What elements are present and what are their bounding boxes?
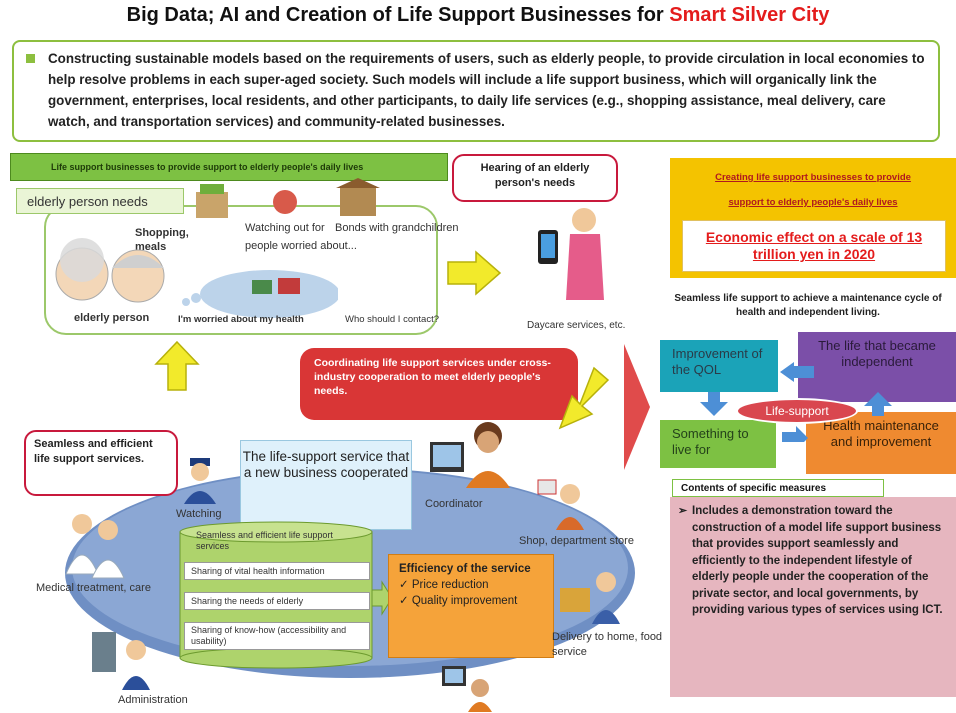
seamless-callout: Seamless and efficient life support serv…	[24, 430, 178, 496]
hearing-callout: Hearing of an elderly person's needs	[452, 154, 618, 202]
thought-bubble	[182, 270, 338, 318]
house-icon	[340, 186, 376, 216]
coordinator-figure	[430, 422, 510, 488]
book-icon	[252, 280, 272, 294]
delivery-figure	[560, 572, 620, 624]
down-left-arrow-icon	[558, 366, 610, 430]
strip-vital: Sharing of vital health information	[184, 562, 370, 580]
live-box: Something to live for	[660, 420, 776, 468]
watch-icon	[273, 190, 297, 214]
right-arrow-icon	[447, 250, 502, 296]
delivery-label: Delivery to home, food service	[552, 631, 663, 658]
guard-figure	[184, 458, 216, 504]
economic-effect: Economic effect on a scale of 13 trillio…	[682, 220, 946, 272]
daycare-label: Daycare services, etc.	[527, 320, 626, 331]
medical-label: Medical treatment, care	[36, 582, 151, 594]
watching-label: Watching	[176, 508, 222, 520]
independent-box: The life that became independent	[798, 332, 956, 402]
needs-label: elderly person needs	[16, 188, 184, 214]
strip-knowhow: Sharing of know-how (accessibility and u…	[184, 622, 370, 650]
measures-title: Contents of specific measures	[672, 479, 884, 497]
qol-box: Improvement of the QOL	[660, 340, 778, 392]
seamless-small-label: Seamless and efficient life support serv…	[196, 530, 333, 551]
shop-figure	[537, 479, 584, 530]
up-arrow-icon	[154, 340, 200, 391]
measures-text: Includes a demonstration toward the cons…	[692, 505, 943, 616]
creating-line-2: support to elderly people's daily lives	[728, 197, 898, 208]
quality-improvement: ✓ Quality improvement	[399, 595, 518, 607]
computer-figure	[442, 666, 492, 712]
worried-people-label: people worried about...	[245, 240, 357, 252]
health-label: I'm worried about my health	[178, 314, 304, 325]
intro-text: Constructing sustainable models based on…	[48, 51, 925, 129]
coordinator-label: Coordinator	[425, 498, 483, 510]
coordinating-callout: Coordinating life support services under…	[300, 348, 578, 420]
intro-box: Constructing sustainable models based on…	[12, 40, 940, 142]
elderly-faces	[55, 238, 165, 303]
service-box: The life-support service that a new busi…	[240, 440, 412, 530]
cycle-arrows	[700, 362, 892, 442]
elderly-label: elderly person	[74, 312, 150, 324]
strip-needs: Sharing the needs of elderly	[184, 592, 370, 610]
watching-label: Watching out for	[245, 222, 325, 234]
page-title: Big Data; AI and Creation of Life Suppor…	[126, 4, 830, 26]
health-box: Health maintenance and improvement	[806, 412, 956, 474]
arrow-bullet-icon: ➢	[678, 505, 688, 517]
measures-box: ➢ Includes a demonstration toward the co…	[670, 497, 956, 697]
contact-label: Who should I contact?	[345, 314, 439, 325]
administration-figure	[92, 632, 150, 690]
medical-staff-figure	[65, 514, 125, 579]
phone-icon	[278, 278, 300, 294]
bonds-label: Bonds with grandchildren	[335, 222, 459, 234]
efficiency-title: Efficiency of the service	[399, 563, 531, 575]
caregiver-figure	[538, 208, 604, 300]
creating-line-1: Creating life support businesses to prov…	[715, 172, 911, 183]
right-arrow-small-icon	[371, 580, 393, 616]
life-support-bar: Life support businesses to provide suppo…	[10, 153, 448, 181]
building-icon	[92, 632, 116, 672]
shopping-icon	[196, 192, 228, 218]
chevron-right-icon	[624, 344, 650, 470]
efficiency-box: Efficiency of the service ✓ Price reduct…	[388, 554, 554, 658]
price-reduction: ✓ Price reduction	[399, 579, 489, 591]
cycle-caption: Seamless life support to achieve a maint…	[674, 293, 942, 318]
needs-illustrations	[196, 178, 380, 218]
shop-label: Shop, department store	[519, 535, 634, 547]
life-support-ellipse: Life-support	[736, 398, 858, 424]
box-icon	[560, 588, 590, 612]
square-bullet-icon	[26, 54, 35, 63]
administration-label: Administration	[118, 694, 188, 706]
